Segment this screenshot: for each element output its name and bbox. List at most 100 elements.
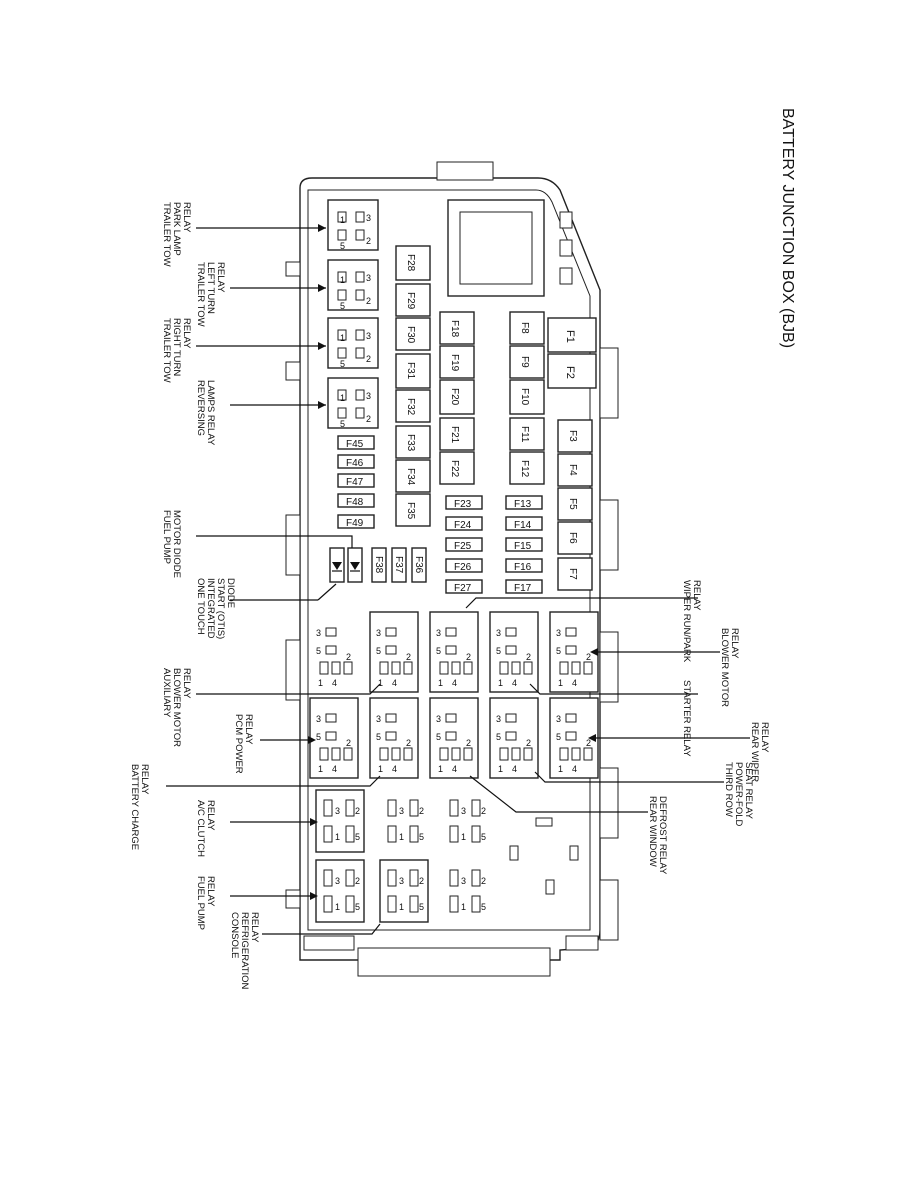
svg-text:4: 4 — [332, 678, 337, 688]
svg-text:3: 3 — [436, 714, 441, 724]
fuse-f27: F27 — [445, 579, 483, 594]
svg-text:3: 3 — [335, 806, 340, 816]
fuse-f32: F32 — [395, 389, 431, 423]
svg-text:5: 5 — [376, 732, 381, 742]
label-line: THIRD ROW — [723, 762, 734, 817]
label-otis-diode: ONE TOUCHINTEGRATEDSTART (OTIS)DIODE — [195, 578, 236, 639]
fuse-f36: F36 — [411, 547, 427, 583]
fuse-f31: F31 — [395, 353, 431, 389]
svg-text:F10: F10 — [519, 388, 530, 406]
svg-text:4: 4 — [392, 678, 397, 688]
fuse-f25: F25 — [445, 537, 483, 552]
svg-text:5: 5 — [496, 646, 501, 656]
fuse-f33: F33 — [395, 425, 431, 459]
fuse-f30: F30 — [395, 317, 431, 351]
svg-text:4: 4 — [332, 764, 337, 774]
svg-text:F46: F46 — [346, 458, 364, 469]
label-line: RELAY — [759, 722, 770, 753]
svg-text:1: 1 — [399, 832, 404, 842]
fuse-f21: F21 — [439, 417, 475, 451]
fuse-f4: F4 — [557, 453, 593, 487]
svg-text:3: 3 — [335, 876, 340, 886]
svg-text:4: 4 — [452, 764, 457, 774]
svg-text:1: 1 — [318, 678, 323, 688]
fuse-f24: F24 — [445, 516, 483, 531]
label-line: AUXILIARY — [161, 668, 172, 718]
label-line: RIGHT TURN — [171, 318, 182, 376]
svg-text:3: 3 — [399, 876, 404, 886]
label-line: BLOWER MOTOR — [171, 668, 182, 747]
svg-text:2: 2 — [586, 738, 591, 748]
svg-text:F12: F12 — [519, 460, 530, 478]
label-ac-clutch: A/C CLUTCHRELAY — [195, 800, 216, 857]
svg-text:1: 1 — [438, 678, 443, 688]
label-line: STARTER RELAY — [681, 680, 692, 757]
svg-text:2: 2 — [526, 738, 531, 748]
svg-text:3: 3 — [366, 213, 371, 223]
svg-text:2: 2 — [526, 652, 531, 662]
label-line: WIPER RUN/PARK — [681, 580, 692, 663]
svg-text:F37: F37 — [393, 556, 404, 574]
fuse-f20: F20 — [439, 379, 475, 415]
svg-text:F35: F35 — [405, 502, 416, 520]
svg-text:1: 1 — [558, 764, 563, 774]
svg-text:F13: F13 — [514, 499, 532, 510]
fuse-column-f18-f22: F18 F19 F20 F21 F22 — [439, 311, 475, 485]
leader-lines — [166, 224, 750, 935]
fuse-f6: F6 — [557, 521, 593, 555]
svg-text:3: 3 — [399, 806, 404, 816]
svg-text:2: 2 — [366, 414, 371, 424]
svg-text:5: 5 — [340, 301, 345, 311]
svg-text:2: 2 — [419, 876, 424, 886]
svg-text:1: 1 — [498, 678, 503, 688]
svg-text:5: 5 — [355, 832, 360, 842]
fuse-f26: F26 — [445, 558, 483, 573]
labels: TRAILER TOWPARK LAMPRELAY TRAILER TOWLEF… — [129, 202, 770, 990]
label-trailer-tow-park: TRAILER TOWPARK LAMPRELAY — [161, 202, 192, 267]
relay-trailer-tow-right: 1 3 5 2 — [327, 317, 379, 369]
fuse-f35: F35 — [395, 493, 431, 527]
label-line: FUEL PUMP — [161, 510, 172, 564]
svg-text:F38: F38 — [373, 556, 384, 574]
svg-text:2: 2 — [346, 738, 351, 748]
fuse-f17: F17 — [505, 579, 543, 594]
svg-text:5: 5 — [481, 832, 486, 842]
relay-unmarked-d: 31 25 — [449, 869, 486, 913]
svg-text:F6: F6 — [567, 532, 578, 544]
svg-text:5: 5 — [316, 646, 321, 656]
svg-text:3: 3 — [376, 714, 381, 724]
svg-text:1: 1 — [335, 902, 340, 912]
svg-text:3: 3 — [366, 391, 371, 401]
svg-text:1: 1 — [378, 764, 383, 774]
svg-text:F30: F30 — [405, 326, 416, 344]
svg-text:1: 1 — [399, 902, 404, 912]
svg-text:1: 1 — [340, 393, 345, 403]
label-reversing-lamps: REVERSINGLAMPS RELAY — [195, 380, 216, 446]
svg-text:F27: F27 — [454, 583, 472, 594]
fuse-f34: F34 — [395, 459, 431, 493]
svg-text:1: 1 — [340, 215, 345, 225]
svg-text:F34: F34 — [405, 468, 416, 486]
svg-text:F1: F1 — [564, 330, 576, 343]
svg-text:5: 5 — [436, 732, 441, 742]
svg-text:2: 2 — [466, 652, 471, 662]
svg-text:F36: F36 — [413, 556, 424, 574]
relay-trailer-tow-left: 1 3 5 2 — [327, 259, 379, 311]
label-line: RELAY — [181, 668, 192, 699]
svg-text:2: 2 — [406, 738, 411, 748]
relay-ac-clutch: 31 25 — [315, 789, 365, 853]
label-line: REAR WIPER — [749, 722, 760, 782]
label-auxiliary-blower: AUXILIARYBLOWER MOTORRELAY — [161, 668, 192, 747]
fuse-f48: F48 — [337, 493, 375, 508]
svg-text:1: 1 — [378, 678, 383, 688]
label-fuel-pump: FUEL PUMPRELAY — [195, 876, 216, 930]
fuse-group-f36-f38: F36 F37 F38 — [371, 547, 427, 583]
